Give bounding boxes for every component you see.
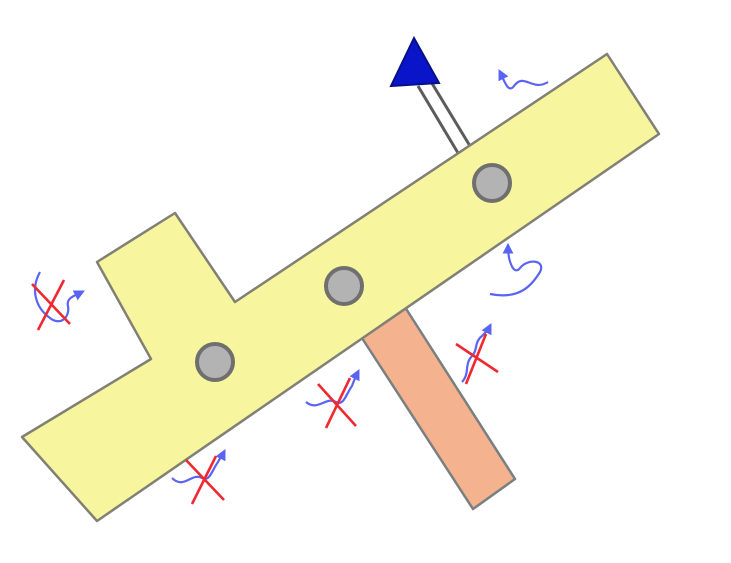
blocked-rotation-cross-b [464, 333, 488, 385]
blocked-rotation-wave [171, 449, 226, 484]
load-arrow [389, 35, 472, 154]
blocked-rotation-symbol [31, 271, 85, 331]
rotation-arrow-symbol [498, 69, 549, 90]
blocked-rotation-symbol [171, 449, 226, 505]
blocked-rotation-symbol [305, 369, 360, 429]
pin-joint [472, 163, 512, 203]
pin-joints [195, 163, 512, 382]
pin-joint [195, 342, 235, 382]
load-arrow-head [389, 35, 441, 88]
blocked-rotation-cross-b [324, 377, 352, 429]
pin-joint [324, 266, 364, 306]
load-arrow-shaft-right [428, 79, 472, 147]
blocked-rotation-symbol [455, 323, 499, 385]
blocked-rotation-wave [33, 271, 85, 323]
load-arrow-shaft-left [416, 85, 460, 154]
rotation-arrow-curve [498, 69, 549, 90]
rotation-arrow-curve [489, 242, 543, 297]
blocked-rotation-wave [461, 323, 492, 383]
rotation-arrow-symbol [489, 242, 543, 297]
blocked-rotation-cross-b [36, 279, 66, 331]
blocked-rotation-cross-b [190, 455, 218, 505]
blocked-rotation-wave [305, 369, 360, 407]
